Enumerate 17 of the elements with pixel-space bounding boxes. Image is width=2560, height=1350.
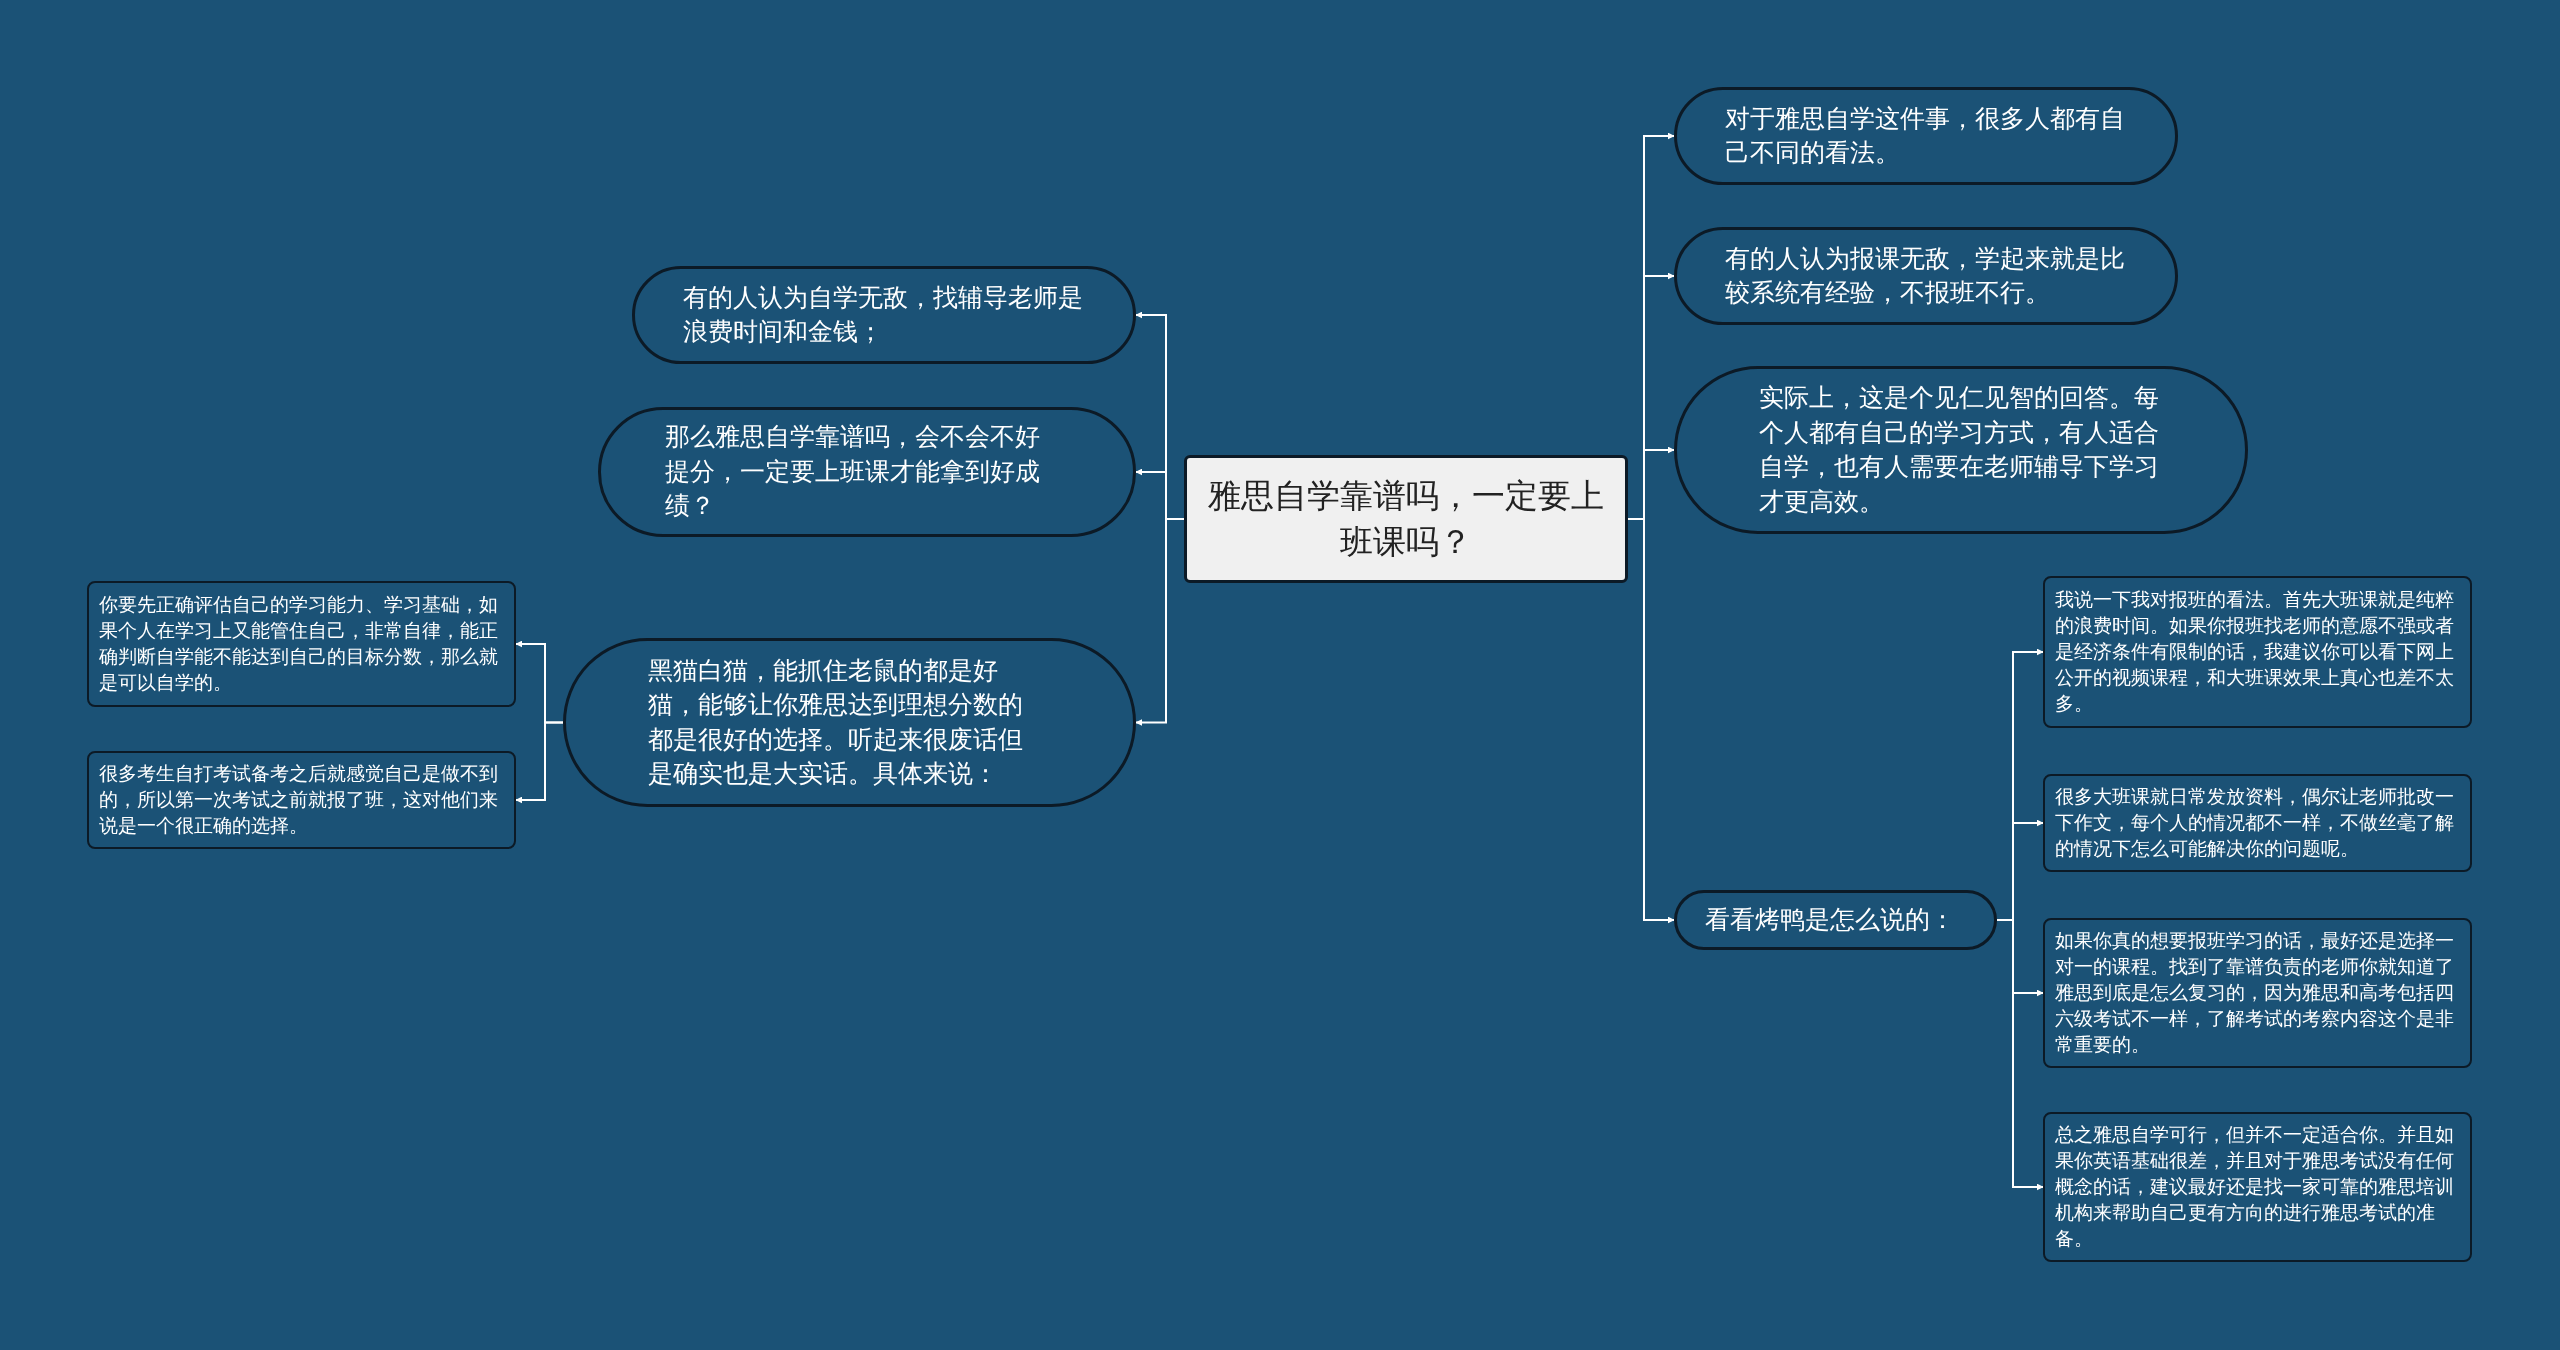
idea-pill: 有的人认为报课无敌，学起来就是比较系统有经验，不报班不行。	[1674, 227, 2178, 325]
connector-arrow	[1135, 518, 1185, 726]
idea-pill: 有的人认为自学无敌，找辅导老师是浪费时间和金钱；	[632, 266, 1136, 364]
idea-pill: 对于雅思自学这件事，很多人都有自己不同的看法。	[1674, 87, 2178, 185]
note-box: 很多大班课就日常发放资料，偶尔让老师批改一下作文，每个人的情况都不一样，不做丝毫了解的情况下怎么可能解决你的问题呢。	[2043, 774, 2472, 872]
connector-arrow	[1996, 919, 2044, 1191]
note-box: 我说一下我对报班的看法。首先大班课就是纯粹的浪费时间。如果你报班找老师的意愿不强或者是经济条件有限制的话，我建议你可以看下网上公开的视频课程，和大班课效果上真心也差不太多。	[2043, 576, 2472, 728]
idea-pill: 实际上，这是个见仁见智的回答。每个人都有自己的学习方式，有人适合自学，也有人需要在老师辅导下学习才更高效。	[1674, 366, 2248, 534]
idea-pill: 看看烤鸭是怎么说的：	[1674, 890, 1997, 950]
note-box: 你要先正确评估自己的学习能力、学习基础，如果个人在学习上又能管住自己，非常自律，能正确判断自学能不能达到自己的目标分数，那么就是可以自学的。	[87, 581, 516, 707]
connector-arrow	[515, 721, 564, 804]
note-box: 如果你真的想要报班学习的话，最好还是选择一对一的课程。找到了靠谱负责的老师你就知道了雅思到底是怎么复习的，因为雅思和高考包括四六级考试不一样，了解考试的考察内容这个是非常重要的。	[2043, 918, 2472, 1068]
idea-pill: 那么雅思自学靠谱吗，会不会不好提分，一定要上班课才能拿到好成绩？	[598, 407, 1136, 537]
idea-pill: 黑猫白猫，能抓住老鼠的都是好猫，能够让你雅思达到理想分数的都是很好的选择。听起来很废话但是确实也是大实话。具体来说：	[563, 638, 1136, 807]
note-box: 总之雅思自学可行，但并不一定适合你。并且如果你英语基础很差，并且对于雅思考试没有任何概念的话，建议最好还是找一家可靠的雅思培训机构来帮助自己更有方向的进行雅思考试的准备。	[2043, 1112, 2472, 1262]
note-box: 很多考生自打考试备考之后就感觉自己是做不到的，所以第一次考试之前就报了班，这对他们来说是一个很正确的选择。	[87, 751, 516, 849]
topic-box: 雅思自学靠谱吗，一定要上班课吗？	[1184, 455, 1628, 583]
